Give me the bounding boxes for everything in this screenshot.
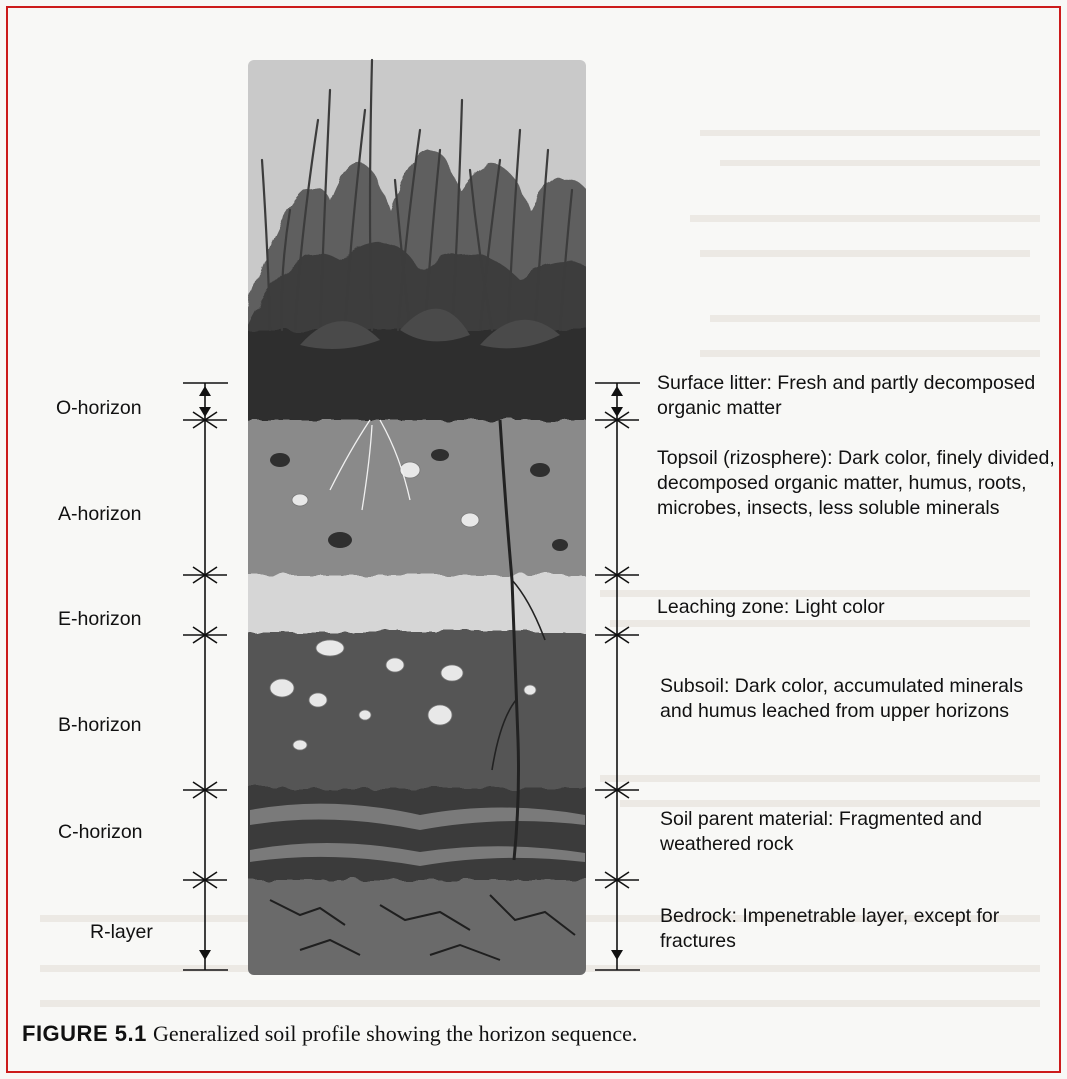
label-r-layer: R-layer (90, 921, 153, 944)
desc-c-horizon: Soil parent material: Fragmented and wea… (660, 807, 1045, 857)
figure-label: FIGURE 5.1 (22, 1021, 147, 1046)
figure-caption: FIGURE 5.1 Generalized soil profile show… (22, 1021, 637, 1047)
label-c-horizon: C-horizon (58, 821, 143, 844)
desc-b-horizon: Subsoil: Dark color, accumulated mineral… (660, 674, 1045, 724)
label-a-horizon: A-horizon (58, 503, 141, 526)
label-o-horizon: O-horizon (56, 397, 142, 420)
desc-r-layer: Bedrock: Impenetrable layer, except for … (660, 904, 1020, 954)
desc-e-horizon: Leaching zone: Light color (657, 595, 1037, 620)
desc-a-horizon: Topsoil (rizosphere): Dark color, finely… (657, 446, 1057, 521)
label-b-horizon: B-horizon (58, 714, 141, 737)
desc-o-horizon: Surface litter: Fresh and partly decompo… (657, 371, 1037, 421)
figure-caption-text: Generalized soil profile showing the hor… (153, 1021, 637, 1046)
label-e-horizon: E-horizon (58, 608, 141, 631)
